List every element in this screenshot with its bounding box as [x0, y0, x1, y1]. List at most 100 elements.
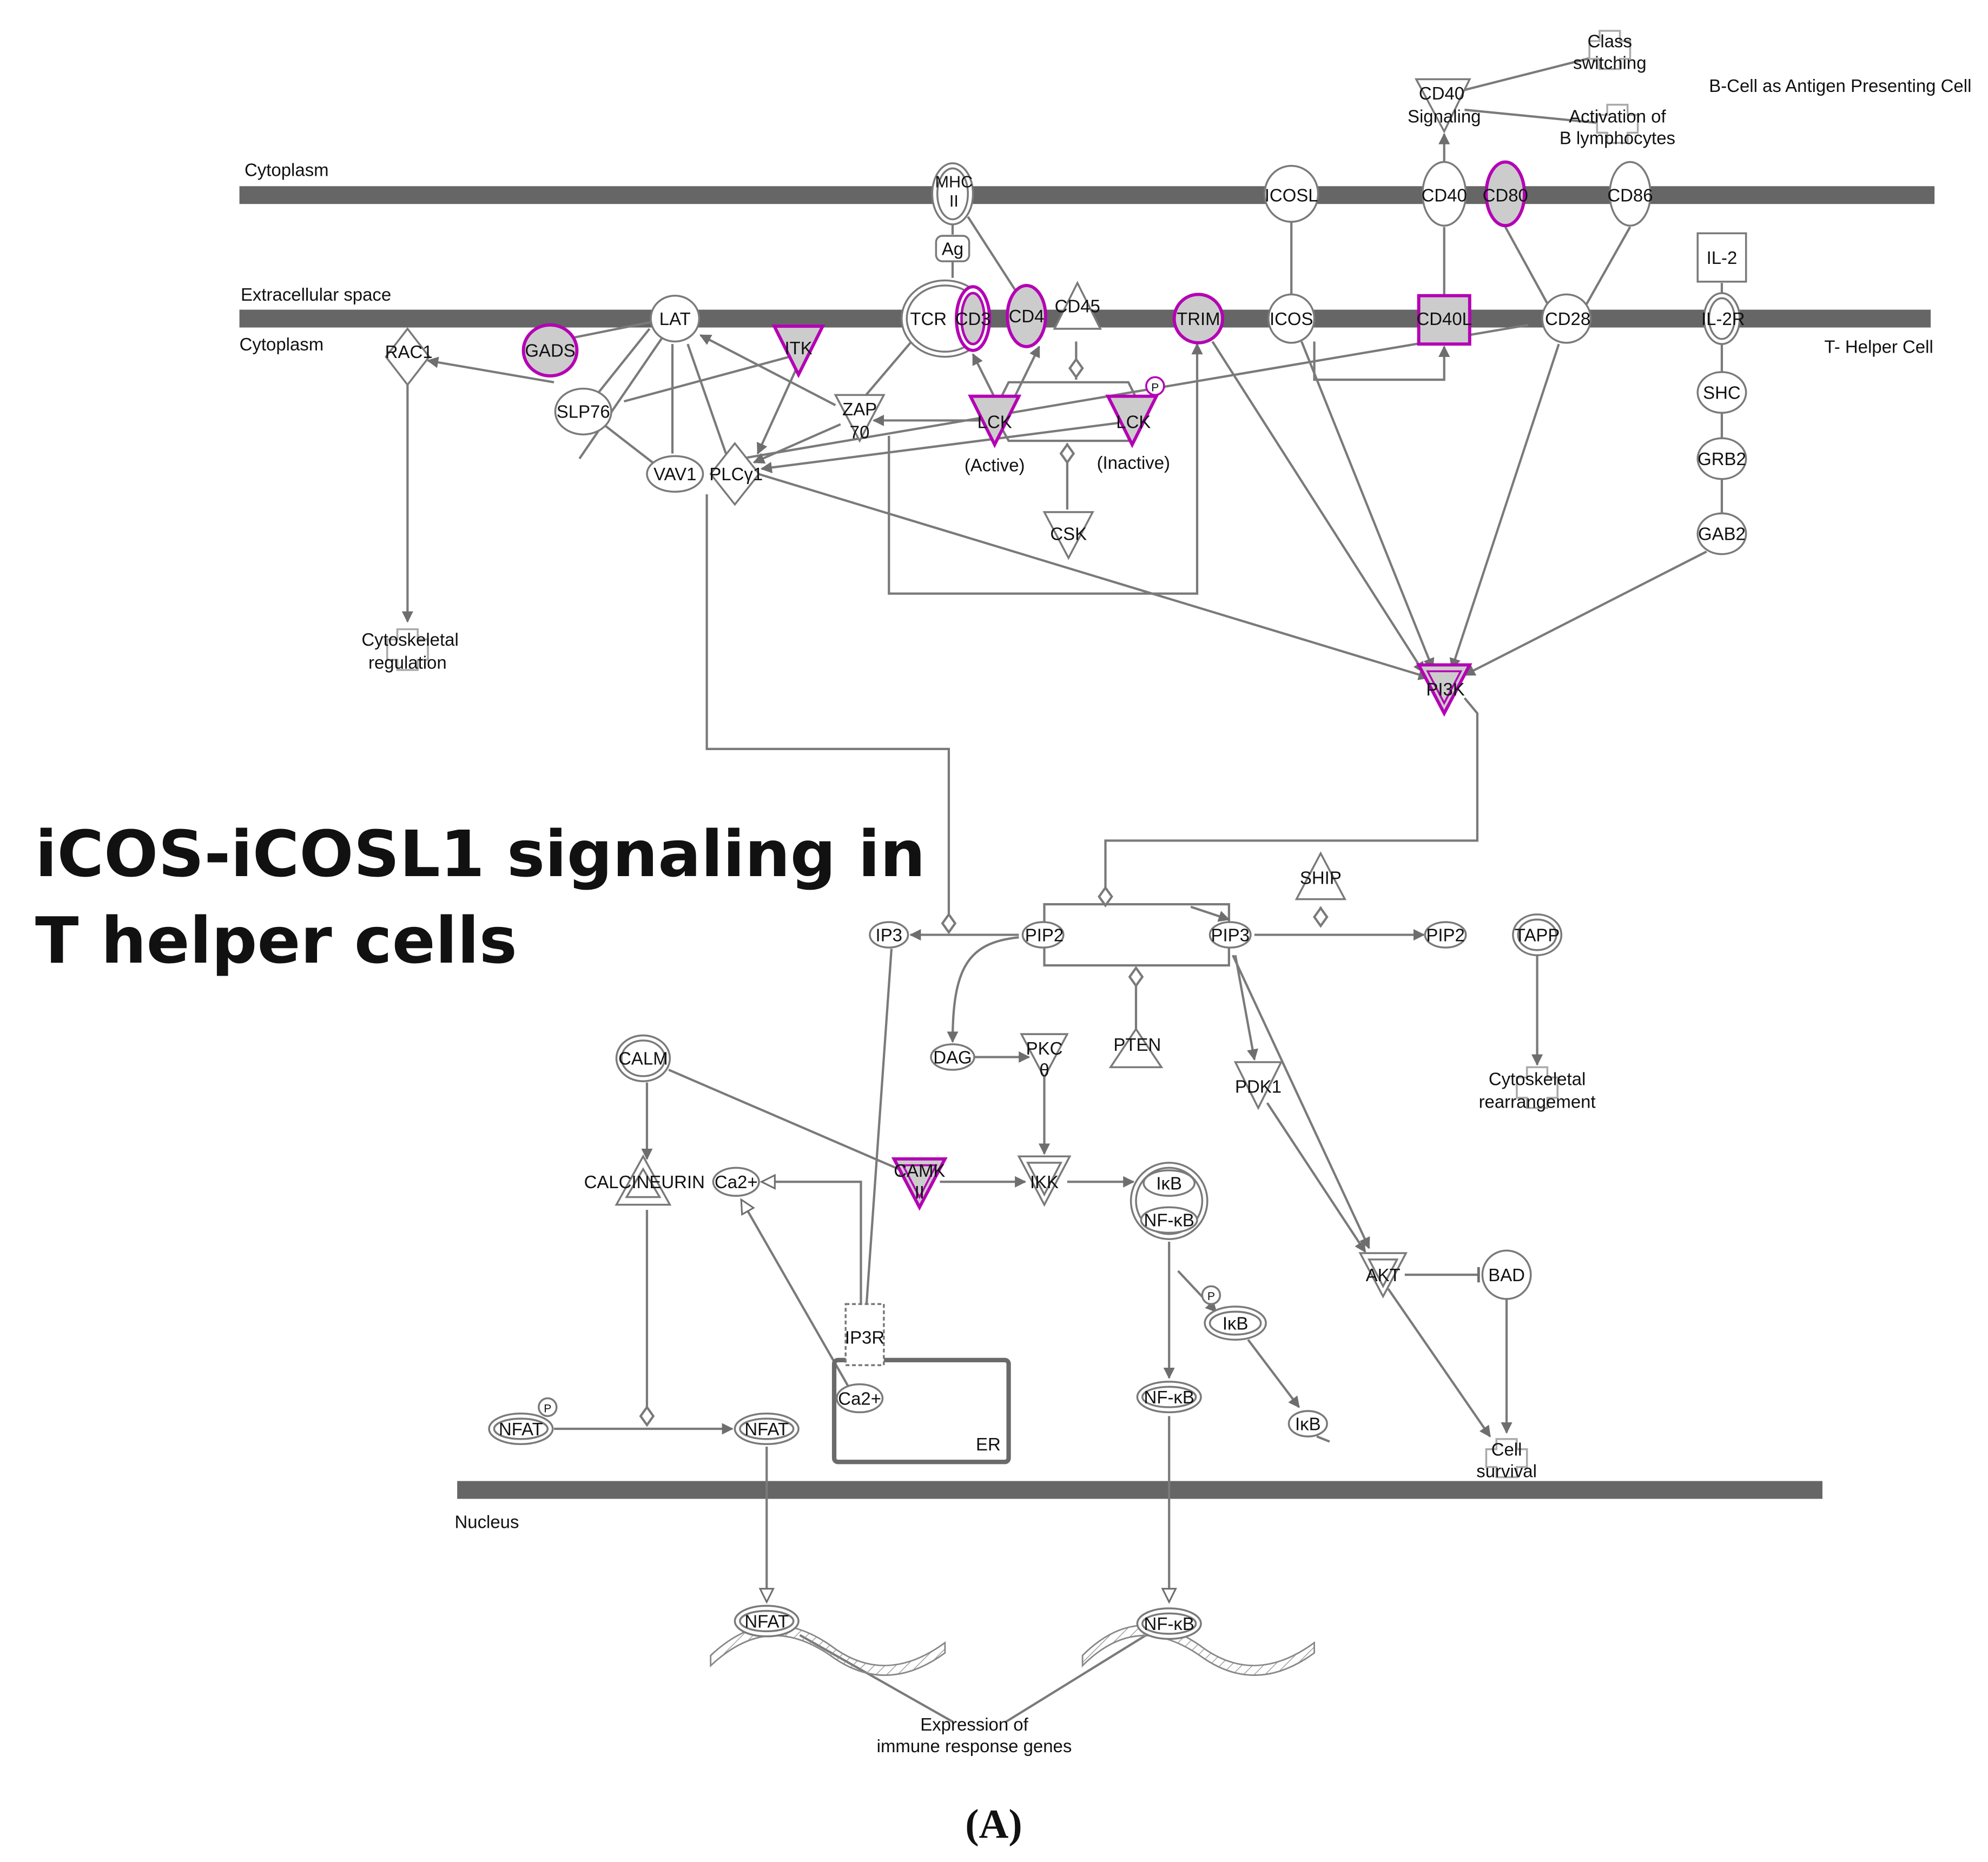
label-cd40sig-2: Signaling: [1408, 107, 1481, 127]
node-vav1: [646, 455, 704, 493]
label-vav1: VAV1: [653, 464, 696, 484]
node-grb2: [1696, 437, 1747, 480]
node-itk: [771, 324, 825, 379]
label-camk-1: CAMK: [894, 1161, 945, 1181]
node-calm: [615, 1034, 671, 1083]
label-tapp: TAPP: [1515, 925, 1560, 945]
node-pkc-theta: [1020, 1033, 1069, 1080]
label-nfat-n: NFAT: [744, 1611, 789, 1631]
label-pkc-2: θ: [1039, 1060, 1049, 1080]
node-nfkb: [1136, 1381, 1202, 1414]
label-pdk1: PDK1: [1235, 1076, 1282, 1096]
label-pip2b: PIP2: [1426, 925, 1464, 945]
node-ag: [935, 235, 970, 262]
label-pip2a: PIP2: [1025, 925, 1064, 945]
node-rac1: [385, 327, 431, 387]
membranes: Cytoplasm Extracellular space Cytoplasm …: [239, 76, 1971, 1532]
label-ca2a: Ca2+: [715, 1172, 758, 1192]
label-gads: GADS: [525, 341, 575, 361]
node-pip2a: [1021, 921, 1065, 949]
dna-helix-nfkb: [1081, 1625, 1316, 1676]
node-nfkb-nucleus: [1136, 1607, 1202, 1640]
label-itk: ITK: [784, 338, 812, 358]
node-ca2b: [835, 1383, 884, 1414]
label-plcg1: PLCγ1: [709, 464, 763, 484]
label-mhc-2: II: [949, 192, 959, 210]
node-ikb-degraded: [1287, 1410, 1328, 1437]
label-ip3: IP3: [876, 925, 902, 945]
node-ikb-p-badge: [1201, 1285, 1221, 1306]
node-akt: [1358, 1252, 1408, 1298]
label-cellsurv-1: Cell: [1491, 1439, 1522, 1459]
label-il2: IL-2: [1707, 248, 1738, 268]
label-slp76: SLP76: [557, 402, 610, 422]
node-nfat-nucleus: [734, 1605, 800, 1638]
label-cytorearr-1: Cytoskeletal: [1489, 1069, 1586, 1089]
node-pi3k: [1416, 663, 1472, 717]
label-activation-2: B lymphocytes: [1560, 128, 1675, 148]
node-cd28: [1541, 293, 1592, 344]
node-il-2r: [1703, 292, 1741, 345]
node-zap70: [834, 394, 886, 443]
label-gab2: GAB2: [1698, 524, 1746, 544]
label-cd80: CD80: [1483, 185, 1528, 206]
node-ip3r: [844, 1303, 885, 1367]
label-lck-inactive: LCK: [1116, 412, 1151, 432]
node-ca2a: [712, 1167, 760, 1197]
node-nfat: [734, 1412, 800, 1446]
node-il-2: [1696, 232, 1747, 283]
node-cell-survival: [1485, 1438, 1528, 1479]
figure-caption: (A): [965, 1801, 1022, 1847]
label-icosl: ICOSL: [1265, 185, 1318, 206]
label-lat: LAT: [659, 309, 691, 329]
label-nfkb: NF-κB: [1144, 1387, 1194, 1407]
node-tapp: [1512, 913, 1563, 956]
label-grb2: GRB2: [1698, 449, 1746, 469]
node-cd40l: [1417, 294, 1471, 346]
node-cyto-rearrangement: [1516, 1066, 1559, 1109]
label-ikb-p: IκB: [1223, 1313, 1249, 1333]
node-lck-active: [968, 394, 1022, 448]
node-icos: [1267, 293, 1316, 344]
node-nfat-p-badge: [538, 1397, 558, 1417]
label-lck-active: LCK: [978, 412, 1012, 432]
node-ship: [1294, 851, 1347, 900]
label-cellsurv-2: survival: [1476, 1461, 1537, 1481]
label-cytoreg-1: Cytoskeletal: [361, 629, 458, 650]
node-ip3: [869, 921, 909, 949]
node-cd40: [1421, 161, 1467, 227]
node-nfat-p: [488, 1412, 554, 1446]
label-t-cell: T- Helper Cell: [1824, 337, 1933, 357]
label-ikb-d: IκB: [1295, 1414, 1321, 1434]
label-cytoplasm: Cytoplasm: [240, 334, 324, 354]
label-cd4: CD4: [1009, 306, 1045, 326]
label-nfat-p: NFAT: [499, 1419, 543, 1439]
nuclear-membrane: [457, 1481, 1822, 1499]
label-cd40l: CD40L: [1416, 309, 1472, 329]
node-lck-phospho: [1145, 376, 1165, 396]
node-activation-b: [1596, 103, 1639, 144]
node-pip2b: [1424, 921, 1467, 949]
label-nucleus: Nucleus: [454, 1512, 519, 1532]
label-pi3k: PI3K: [1426, 679, 1464, 699]
label-cytoplasm-top: Cytoplasm: [245, 160, 329, 180]
node-gab2: [1696, 512, 1747, 555]
label-cytorearr-2: rearrangement: [1479, 1092, 1596, 1112]
label-inactive: (Inactive): [1097, 453, 1170, 473]
edges: [401, 52, 1723, 1723]
outer-membrane: [239, 186, 1935, 204]
label-zap70-1: ZAP: [842, 399, 877, 419]
label-akt: AKT: [1366, 1265, 1401, 1285]
label-expr-2: immune response genes: [877, 1736, 1072, 1756]
label-expr-1: Expression of: [920, 1714, 1028, 1734]
label-active: (Active): [965, 455, 1025, 475]
label-calm: CALM: [618, 1049, 668, 1069]
label-pip3: PIP3: [1211, 925, 1250, 945]
label-il2r: IL-2R: [1701, 309, 1745, 329]
node-slp76: [554, 387, 612, 436]
label-cd86: CD86: [1607, 185, 1653, 206]
label-trim: TRIM: [1177, 309, 1220, 329]
label-rac1: RAC1: [385, 342, 433, 362]
node-trim: [1172, 293, 1225, 344]
